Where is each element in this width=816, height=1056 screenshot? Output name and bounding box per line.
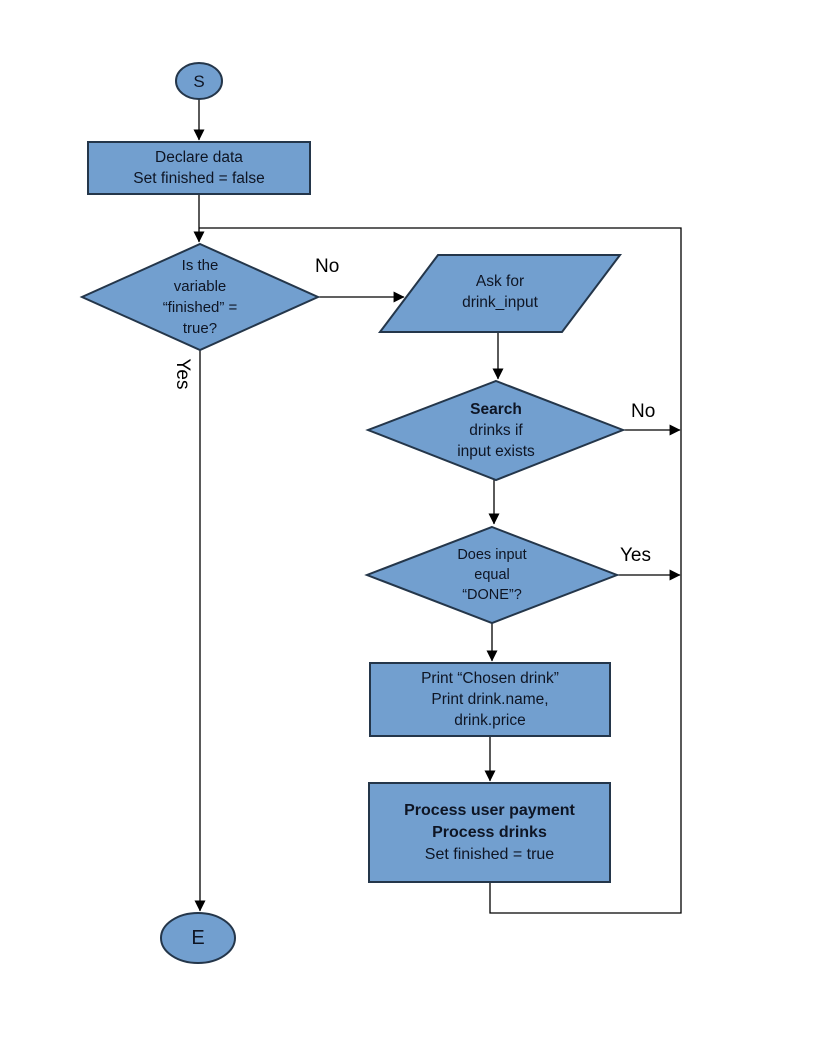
start-terminator [175,62,223,100]
print-process [369,662,611,737]
search-decision-diamond [365,379,626,482]
ask-input-parallelogram [377,254,623,333]
declare-data-process [87,141,311,195]
done-decision-diamond [364,525,620,625]
connector-loop-back [199,227,682,914]
finished-decision-diamond [79,242,321,352]
end-terminator [160,912,236,964]
payment-process [368,782,611,883]
